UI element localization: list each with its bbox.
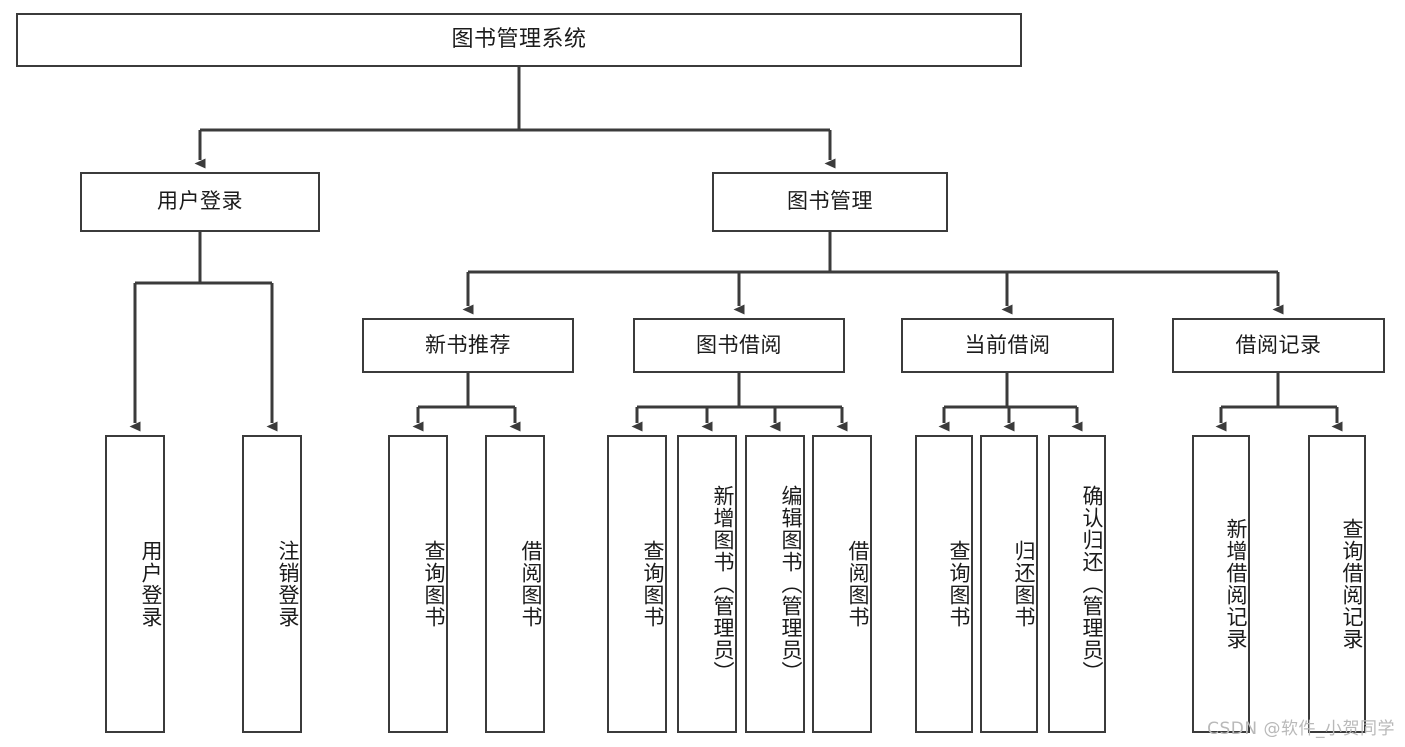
node-leaf-query-book-recommend[interactable]: 查询图书: [388, 435, 448, 733]
node-level3-borrow-record[interactable]: 借阅记录: [1172, 318, 1385, 373]
node-leaf-return-book[interactable]: 归还图书: [980, 435, 1038, 733]
node-level3-current-borrow[interactable]: 当前借阅: [901, 318, 1114, 373]
node-leaf-user-login[interactable]: 用户登录: [105, 435, 165, 733]
node-level3-new-book-recommend[interactable]: 新书推荐: [362, 318, 574, 373]
node-level2-book-management[interactable]: 图书管理: [712, 172, 948, 232]
node-leaf-borrow-book-recommend[interactable]: 借阅图书: [485, 435, 545, 733]
node-leaf-add-book-admin[interactable]: 新增图书（管理员）: [677, 435, 737, 733]
node-leaf-add-borrow-record[interactable]: 新增借阅记录: [1192, 435, 1250, 733]
node-leaf-edit-book-admin[interactable]: 编辑图书（管理员）: [745, 435, 805, 733]
watermark: CSDN @软件_小贺同学: [1207, 719, 1395, 739]
node-root[interactable]: 图书管理系统: [16, 13, 1022, 67]
node-level3-book-borrow[interactable]: 图书借阅: [633, 318, 845, 373]
node-leaf-query-borrow-record[interactable]: 查询借阅记录: [1308, 435, 1366, 733]
node-leaf-query-book-current[interactable]: 查询图书: [915, 435, 973, 733]
node-leaf-logout[interactable]: 注销登录: [242, 435, 302, 733]
node-leaf-borrow-book[interactable]: 借阅图书: [812, 435, 872, 733]
node-leaf-query-book-borrow[interactable]: 查询图书: [607, 435, 667, 733]
node-leaf-confirm-return-admin[interactable]: 确认归还（管理员）: [1048, 435, 1106, 733]
node-level2-user-login[interactable]: 用户登录: [80, 172, 320, 232]
